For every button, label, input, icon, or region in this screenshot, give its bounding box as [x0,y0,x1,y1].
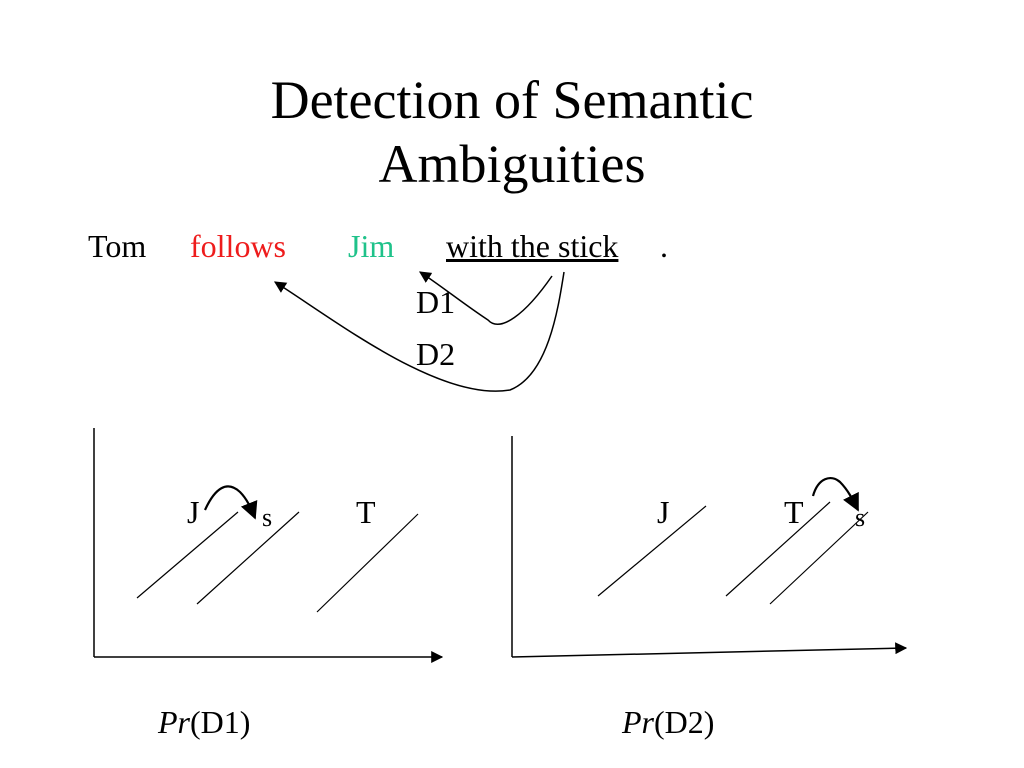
left-graph-label-j: J [187,494,200,530]
word-tom: Tom [88,228,147,264]
right-graph-diagonal-j [597,505,707,597]
left-caption-arg: (D1) [190,704,251,740]
attachment-label-d1: D1 [416,284,456,320]
word-follows: follows [190,228,286,264]
right-graph [511,436,908,658]
left-graph-diagonal-t [316,513,419,613]
right-graph-label-j: J [657,494,670,530]
title-line-2: Ambiguities [378,134,646,194]
phrase-with-the-stick: with the stick [446,228,619,264]
right-graph-caption: Pr(D2) [622,702,714,742]
right-graph-label-t: T [784,494,804,530]
left-graph-diagonal-s [196,511,300,605]
left-graph-caption: Pr(D1) [158,702,250,742]
word-jim: Jim [348,228,395,264]
slide-title: Detection of Semantic Ambiguities [0,68,1024,196]
left-graph-label-t: T [356,494,376,530]
attachment-label-d2: D2 [416,336,456,372]
right-caption-arg: (D2) [654,704,715,740]
left-graph-label-s: s [262,503,273,532]
left-graph [93,428,444,663]
right-graph-t-to-s-arc [811,477,859,512]
right-graph-label-s: s [855,503,866,532]
right-graph-diagonal-t [725,501,831,597]
sentence-period: . [660,228,668,264]
d2-attachment-arc [273,271,565,392]
left-graph-j-to-s-arc [203,485,258,520]
left-caption-pr: Pr [158,704,190,740]
right-graph-diagonal-s [769,511,869,605]
d1-attachment-arc [418,271,553,325]
right-caption-pr: Pr [622,704,654,740]
right-graph-x-axis [511,642,908,658]
left-graph-diagonal-j [136,511,239,599]
title-line-1: Detection of Semantic [270,70,754,130]
